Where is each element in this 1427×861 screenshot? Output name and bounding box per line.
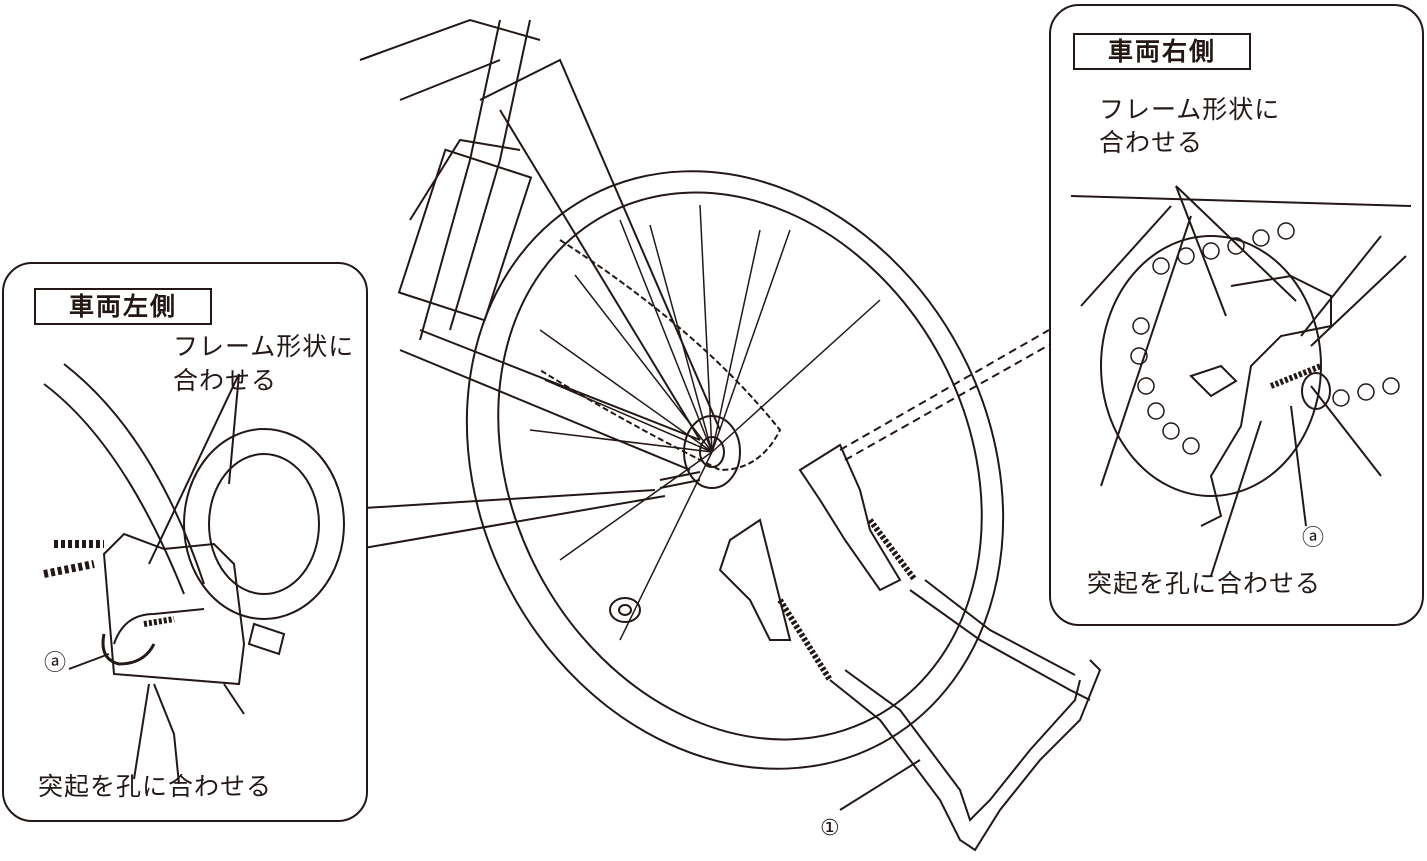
seat-stay — [479, 58, 721, 431]
left-inset-title: 車両左側 — [34, 288, 212, 325]
rear-tire-outer — [465, 170, 1005, 770]
right-hole-note: 突起を孔に合わせる — [1087, 569, 1322, 598]
callout-left-bottom — [363, 495, 666, 549]
left-frame-note-line2: 合わせる — [173, 366, 278, 395]
battery-box — [397, 148, 533, 322]
right-inset-drawing — [1070, 185, 1412, 577]
callout-right-top — [839, 329, 1050, 451]
right-inset-title: 車両右側 — [1073, 33, 1251, 70]
callout-right-bottom — [844, 344, 1050, 461]
left-inset-drawing — [43, 363, 345, 785]
right-spring — [867, 518, 918, 582]
kickstand-leg — [829, 659, 1102, 852]
seat-tube — [419, 19, 501, 341]
wheel-spokes — [529, 204, 881, 641]
part-leader-line — [839, 759, 921, 811]
left-side-inset — [2, 262, 368, 822]
right-frame-note-line2: 合わせる — [1099, 128, 1204, 157]
left-marker-a: ⓐ — [44, 651, 67, 676]
rear-tire-inner — [497, 191, 983, 741]
right-frame-note-line1: フレーム形状に — [1099, 95, 1281, 124]
left-spring — [777, 598, 833, 682]
washer-part — [609, 597, 641, 623]
axle-bolt — [659, 471, 701, 489]
chain — [539, 239, 782, 472]
right-stand-bracket — [798, 443, 902, 592]
part-marker-1: ① — [820, 816, 840, 841]
left-hole-note: 突起を孔に合わせる — [38, 772, 273, 801]
callout-left-top — [363, 489, 656, 509]
left-stand-bracket — [718, 518, 792, 641]
left-frame-note-line1: フレーム形状に — [173, 332, 355, 361]
right-side-inset — [1049, 4, 1424, 626]
right-marker-a: ⓐ — [1302, 526, 1325, 551]
chain-stay — [399, 349, 691, 471]
